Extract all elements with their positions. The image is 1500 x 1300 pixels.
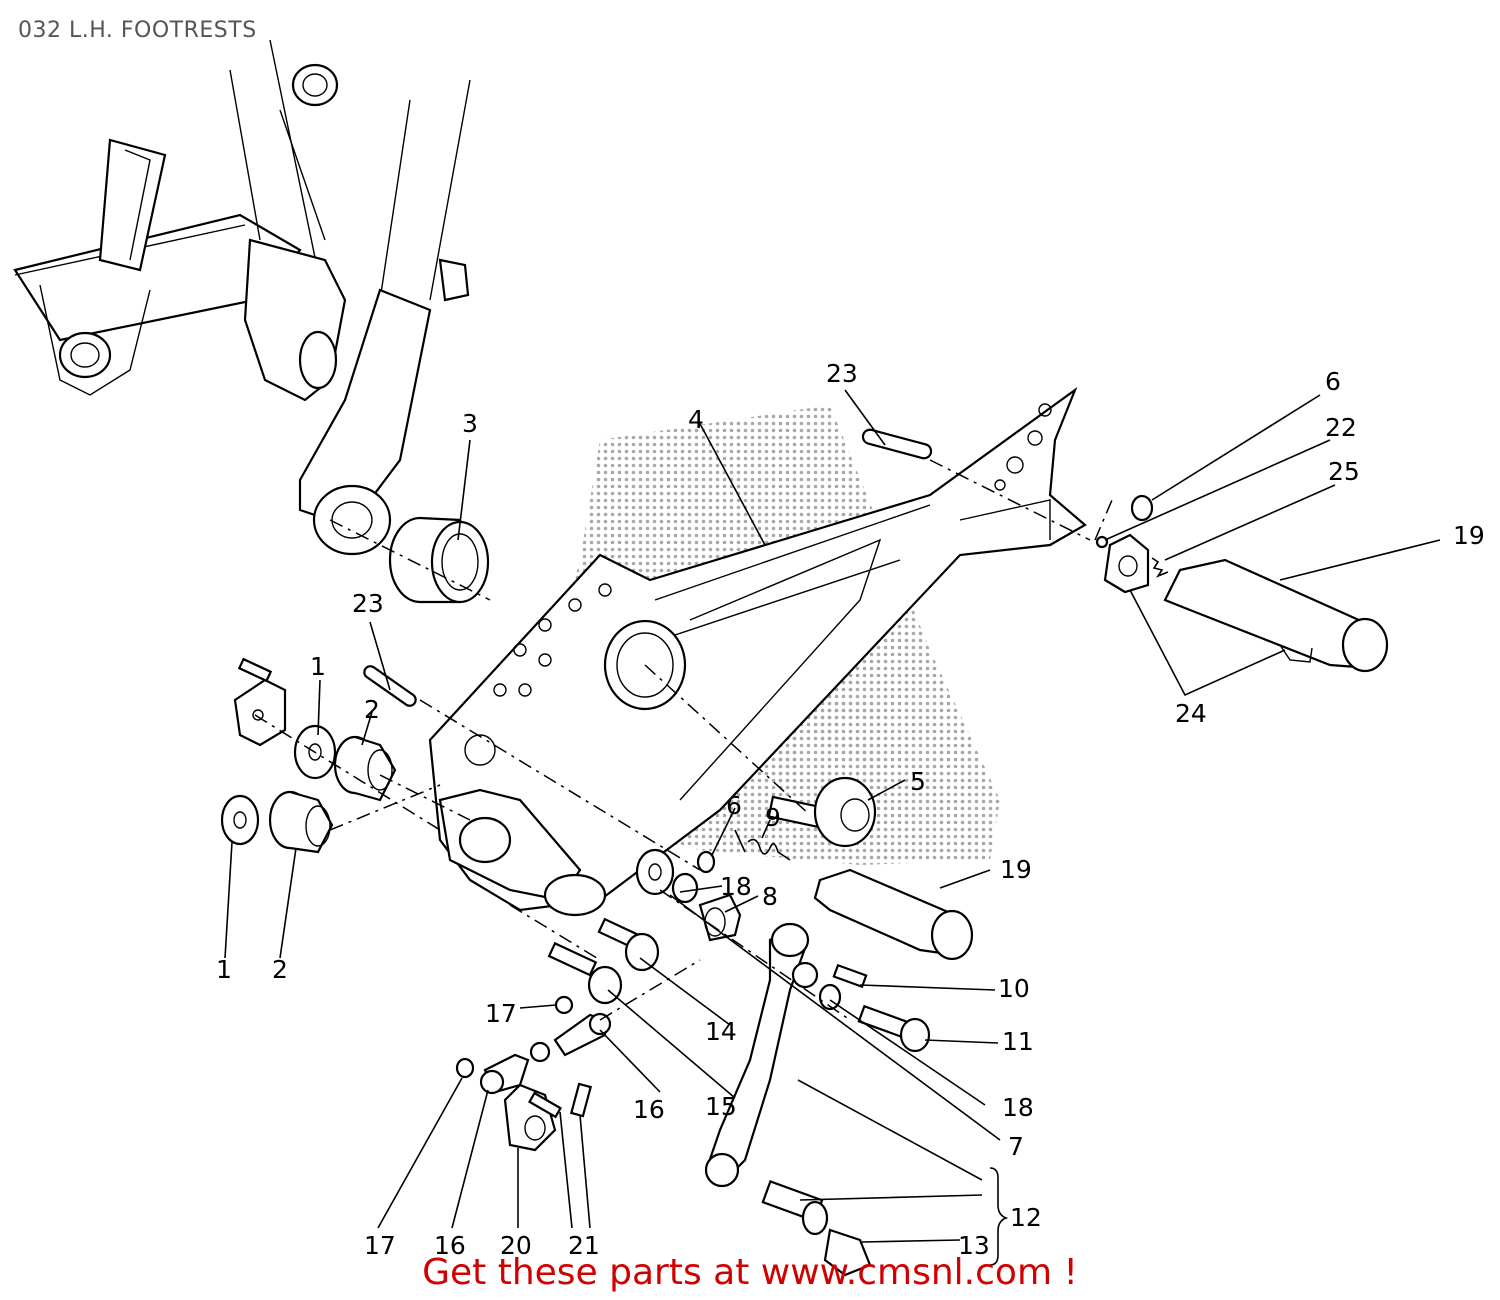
label-7: 7 <box>1008 1132 1024 1161</box>
callout-labels: 3 4 23 6 22 25 19 24 23 1 2 5 6 9 19 18 … <box>216 359 1485 1260</box>
pin-23-lower <box>363 665 417 707</box>
bushing-2-lower <box>268 790 334 854</box>
rod-end-16-upper <box>529 1012 612 1063</box>
label-9: 9 <box>765 803 781 832</box>
label-23-lower: 23 <box>352 589 384 618</box>
bushing-8 <box>671 872 742 942</box>
spacer-3 <box>388 516 490 604</box>
frame-section <box>13 39 471 556</box>
bolts-21 <box>528 1082 593 1119</box>
plate-left <box>233 657 287 747</box>
bolt-15 <box>547 941 623 1005</box>
label-16-upper: 16 <box>633 1095 665 1124</box>
label-3: 3 <box>462 409 478 438</box>
label-21: 21 <box>568 1231 600 1260</box>
rod-end-16-lower <box>479 1053 530 1095</box>
clip-6-lower <box>696 850 716 874</box>
peg-12-13 <box>761 1180 872 1277</box>
pin-23-upper <box>861 428 933 460</box>
label-13: 13 <box>958 1231 990 1260</box>
label-4: 4 <box>688 405 704 434</box>
label-23-upper: 23 <box>826 359 858 388</box>
label-2-lower: 2 <box>272 955 288 984</box>
bolt-10 <box>832 963 868 989</box>
label-22: 22 <box>1325 413 1357 442</box>
alignment-lines <box>254 459 1113 1021</box>
label-1-lower: 1 <box>216 955 232 984</box>
footpeg-19-lower <box>813 868 974 961</box>
gear-lever-7 <box>704 922 819 1188</box>
label-17-upper: 17 <box>485 999 517 1028</box>
label-18-lower: 18 <box>1002 1093 1034 1122</box>
label-1-upper: 1 <box>310 652 326 681</box>
label-24: 24 <box>1175 699 1207 728</box>
label-19-upper: 19 <box>1453 521 1485 550</box>
label-16-lower: 16 <box>434 1231 466 1260</box>
label-17-lower: 17 <box>364 1231 396 1260</box>
diagram-title: 032 L.H. FOOTRESTS <box>18 18 257 43</box>
label-14: 14 <box>705 1017 737 1046</box>
spring-25 <box>1151 557 1169 578</box>
label-6-upper: 6 <box>1325 367 1341 396</box>
label-10: 10 <box>998 974 1030 1003</box>
bolt-5 <box>767 776 877 848</box>
bolt-14 <box>597 917 660 972</box>
label-18-upper: 18 <box>720 872 752 901</box>
label-11: 11 <box>1002 1027 1034 1056</box>
label-6-lower: 6 <box>726 791 742 820</box>
label-19-lower: 19 <box>1000 855 1032 884</box>
label-25: 25 <box>1328 457 1360 486</box>
nut-17-upper <box>554 995 574 1015</box>
label-20: 20 <box>500 1231 532 1260</box>
label-8-lower: 8 <box>762 882 778 911</box>
footpeg-19-upper <box>1163 558 1389 673</box>
bushing-2-upper <box>333 735 397 802</box>
label-2-upper: 2 <box>364 695 380 724</box>
spring-9 <box>734 829 791 861</box>
label-12: 12 <box>1010 1203 1042 1232</box>
washer-1-lower <box>220 794 260 846</box>
washer-18 <box>635 848 675 896</box>
lever-20 <box>503 1083 557 1152</box>
ball-22 <box>1095 535 1109 549</box>
clip-6-upper <box>1130 494 1154 522</box>
plate-24 <box>1103 533 1150 594</box>
leader-lines <box>224 389 1441 1266</box>
bolt-11 <box>818 983 931 1053</box>
label-15: 15 <box>705 1092 737 1121</box>
promo-banner[interactable]: Get these parts at www.cmsnl.com ! <box>422 1252 1078 1293</box>
nut-17-lower <box>455 1057 475 1079</box>
label-5: 5 <box>910 767 926 796</box>
